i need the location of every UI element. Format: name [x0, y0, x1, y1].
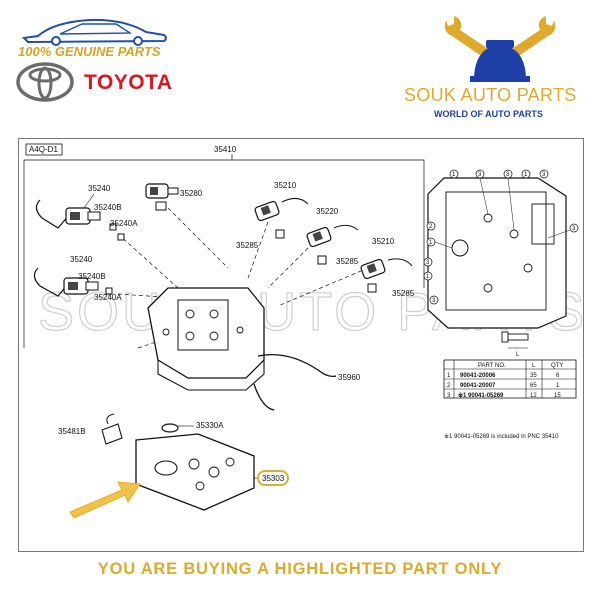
bolt-location-diagram: [427, 177, 567, 329]
footnote-text: ※1 90041-05269 is included in PNC 35410: [444, 433, 559, 440]
bolt-table-length: 35: [530, 373, 537, 379]
callout-number: 1: [524, 172, 528, 178]
bolt-table-qty: 1: [556, 383, 560, 389]
solenoid-35240-lower: [33, 267, 113, 297]
callout-number: 3: [478, 172, 482, 178]
bolt-table-part-no: 90041-20007: [460, 383, 496, 389]
valve-body-35410: [147, 287, 265, 391]
bolt-table-header-part-no: PART NO.: [478, 363, 506, 369]
parts-diagram: SOUK AUTO PARTS A4Q-D1 35410 35240 35240…: [23, 143, 584, 519]
part-label-35240-lower: 35240: [70, 255, 93, 264]
part-label-35210-upper: 35210: [274, 181, 297, 190]
shop-tagline: WORLD OF AUTO PARTS: [434, 109, 543, 119]
bolt-table-ref: 3: [447, 393, 451, 399]
callout-number: 2: [429, 224, 433, 230]
bottom-banner: YOU ARE BUYING A HIGHLIGHTED PART ONLY: [97, 560, 503, 578]
part-label-35280: 35280: [180, 189, 203, 198]
part-label-35481b: 35481B: [58, 427, 86, 436]
solenoid-35220: [306, 224, 359, 265]
solenoid-35280: [145, 183, 179, 211]
part-label-35410: 35410: [214, 145, 237, 154]
part-label-35303: 35303: [262, 474, 285, 483]
part-label-35240a-upper: 35240A: [110, 219, 138, 228]
callout-number: 3: [542, 172, 546, 178]
section-code-label: A4Q-D1: [29, 145, 58, 154]
callout-number: 1: [429, 240, 433, 246]
bolt-dimension-icon: [501, 331, 529, 349]
diagram-frame: [18, 138, 584, 552]
callout-number: 3: [426, 260, 430, 266]
part-label-35240-upper: 35240: [88, 184, 111, 193]
part-label-35285-a: 35285: [236, 241, 259, 250]
bolt-table-qty: 6: [556, 373, 560, 379]
bolt-table-header-l: L: [532, 363, 536, 369]
bolt-table-length: 12: [530, 393, 537, 399]
part-label-35240b-upper: 35240B: [94, 203, 122, 212]
part-label-35240b-lower: 35240B: [78, 272, 106, 281]
bolt-table-length: 65: [530, 383, 537, 389]
car-silhouette-icon: [21, 18, 167, 46]
part-label-35210-lower: 35210: [372, 237, 395, 246]
souk-wrench-logo-icon: [444, 16, 556, 82]
bolt-table-qty: 15: [554, 393, 561, 399]
part-label-35330a: 35330A: [196, 421, 224, 430]
clamp-35481b: [101, 413, 123, 445]
toyota-brand-text: TOYOTA: [84, 71, 173, 94]
bolt-table-ref: 2: [447, 383, 451, 389]
part-label-35285-b: 35285: [336, 257, 359, 266]
part-label-35240a-lower: 35240A: [94, 293, 122, 302]
callout-number: 3: [506, 172, 510, 178]
callout-number: 3: [572, 226, 576, 232]
part-label-35285-c: 35285: [392, 289, 415, 298]
callout-number: 3: [432, 298, 436, 304]
bolt-table-part-no: 90041-20006: [460, 373, 496, 379]
callout-number: 1: [452, 172, 456, 178]
genuine-parts-text: 100% GENUINE PARTS: [18, 44, 161, 59]
bolt-table-ref: 1: [447, 373, 451, 379]
oil-strainer-35303: [135, 433, 255, 511]
bolt-table: PART NO. L QTY 1 90041-20006 35 6 2 9004…: [443, 359, 577, 399]
solenoid-35210-upper: [254, 198, 309, 239]
bolt-table-part-no: ※1 90041-05269: [458, 391, 504, 399]
bolt-table-header-qty: QTY: [551, 363, 563, 369]
dimension-label-l: L: [516, 352, 520, 358]
toyota-emblem-icon: [16, 62, 74, 102]
solenoid-35240-upper: [35, 199, 125, 241]
highlight-ring: [257, 470, 289, 486]
part-label-35220: 35220: [316, 207, 339, 216]
part-label-35960: 35960: [338, 373, 361, 382]
solenoid-35210-lower: [360, 258, 413, 293]
highlight-arrow-icon: [69, 481, 141, 519]
callout-number: 1: [426, 274, 430, 280]
o-ring-35330a: [161, 423, 179, 433]
shop-name: SOUK AUTO PARTS: [404, 85, 577, 105]
